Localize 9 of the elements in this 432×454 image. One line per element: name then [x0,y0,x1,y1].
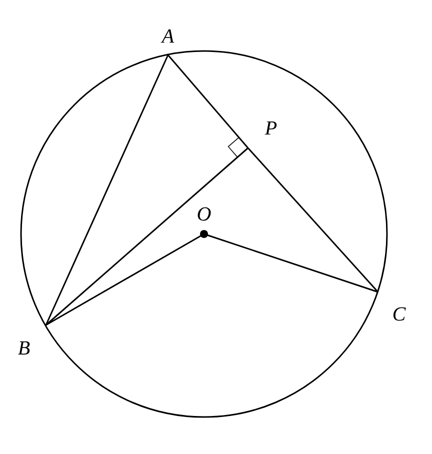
line-segment [247,148,379,292]
point-label: C [393,307,406,321]
point-label: O [198,207,211,221]
line-segment [46,147,248,326]
point-label: B [18,341,30,355]
line-segment [167,54,249,148]
point-label: P [264,121,277,135]
point-label: A [160,29,174,43]
line-segment [45,54,169,326]
